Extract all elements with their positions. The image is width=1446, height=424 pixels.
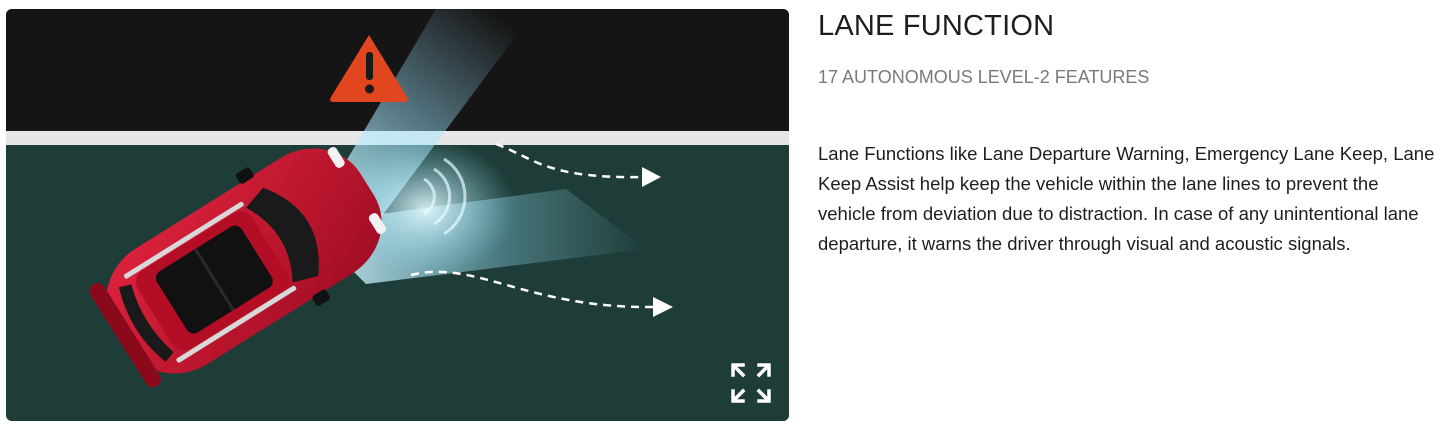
lane-function-illustration	[6, 9, 789, 421]
expand-icon	[731, 363, 771, 403]
sensor-glow	[336, 139, 516, 279]
feature-description: Lane Functions like Lane Departure Warni…	[818, 143, 1435, 254]
trajectory-arrow-lower	[410, 270, 673, 317]
warning-triangle-icon	[330, 35, 408, 102]
expand-button[interactable]	[729, 361, 773, 405]
sensor-waves-icon	[423, 157, 467, 236]
feature-title: LANE FUNCTION	[818, 10, 1055, 42]
feature-image	[6, 9, 789, 421]
trajectory-arrow-upper	[495, 142, 661, 187]
car-top-view	[89, 146, 387, 388]
feature-subtitle: 17 AUTONOMOUS LEVEL-2 FEATURES	[818, 67, 1150, 87]
